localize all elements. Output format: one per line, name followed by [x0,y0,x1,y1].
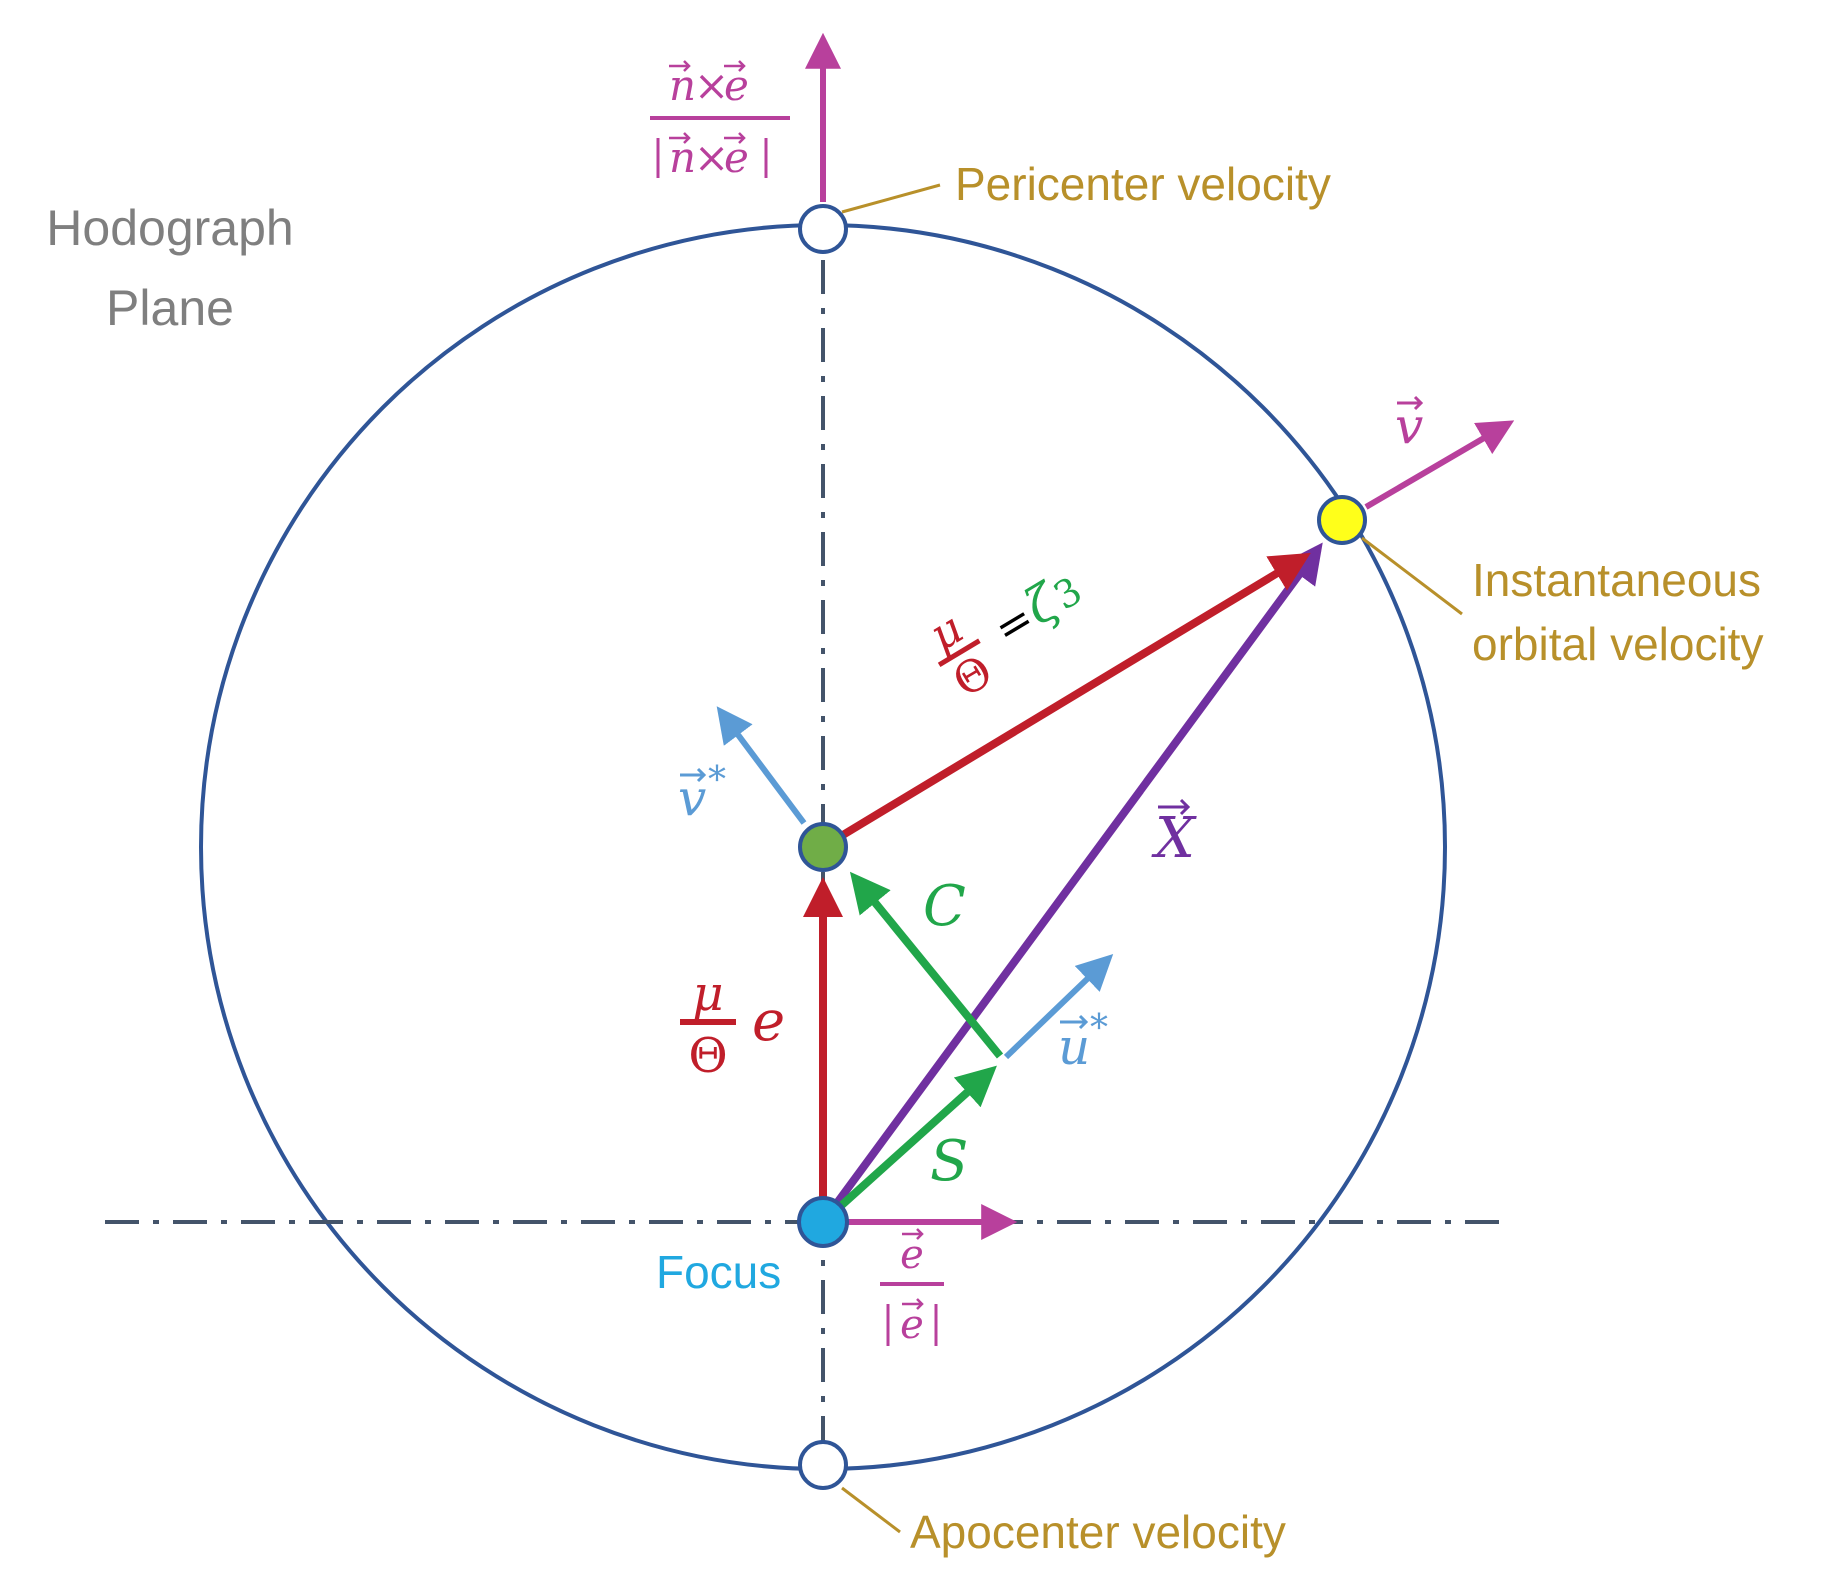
plane-label-line2: Plane [106,280,234,336]
vector-v-star [716,706,807,825]
svg-text:μ: μ [692,966,723,1022]
label-mu-theta-e: μ Θ e [680,966,785,1084]
label-e-unit: e e [880,1228,944,1348]
svg-text:e: e [900,1302,924,1348]
focus-label: Focus [656,1246,781,1298]
vector-mu-theta-zeta [820,552,1311,851]
vector-X [819,542,1323,1225]
apocenter-label: Apocenter velocity [910,1506,1286,1558]
vector-v [1364,420,1515,510]
apocenter-leader [841,1486,901,1534]
svg-text:X: X [1151,806,1197,871]
label-S: S [930,1129,968,1194]
svg-text:n: n [669,133,696,182]
svg-text:×: × [694,61,729,110]
pericenter-point [798,204,848,254]
svg-text:u: u [1058,1018,1090,1076]
svg-text:×: × [694,133,729,182]
svg-text:*: * [708,760,726,801]
svg-text:Θ: Θ [688,1028,727,1084]
label-X: X [1151,798,1197,871]
label-mu-theta-zeta3: μ Θ = ζ 3 [921,568,1090,707]
pericenter-leader [841,183,941,214]
plane-label-line1: Hodograph [46,200,293,256]
instantaneous-label-line2: orbital velocity [1472,618,1763,670]
center-point [798,822,848,872]
instantaneous-leader [1361,536,1463,616]
vector-S [820,1065,997,1225]
label-u-star: u * [1058,1008,1108,1076]
label-v-star: v * [678,760,726,827]
svg-text:n: n [669,61,696,110]
instantaneous-label-line1: Instantaneous [1472,554,1761,606]
apocenter-point [798,1440,848,1490]
focus-point [797,1196,849,1248]
velocity-tip-point [1317,495,1367,545]
svg-text:e: e [900,1232,924,1278]
vector-u-star [1003,954,1114,1060]
svg-text:*: * [1090,1008,1108,1049]
svg-text:e: e [724,61,749,110]
svg-text:e: e [724,133,749,182]
vector-C [849,871,1004,1059]
svg-text:e: e [752,989,785,1054]
pericenter-label: Pericenter velocity [955,158,1331,210]
label-C: C [923,874,966,939]
label-v: v [1395,395,1423,455]
label-nxe-unit: n × e n × e [650,60,790,182]
